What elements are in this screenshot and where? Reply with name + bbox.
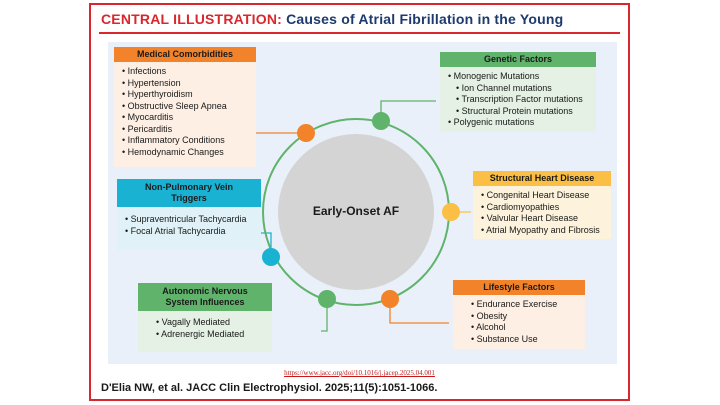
node-nonpulmonary <box>262 248 280 266</box>
list-item: Ion Channel mutations <box>448 83 591 95</box>
box-genetic-factors: Genetic Factors Monogenic Mutations Ion … <box>440 52 596 132</box>
node-autonomic <box>318 290 336 308</box>
box-item-list: Congenital Heart Disease Cardiomyopathie… <box>473 186 611 239</box>
list-item: Focal Atrial Tachycardia <box>125 226 256 238</box>
citation-text: D'Elia NW, et al. JACC Clin Electrophysi… <box>101 382 438 394</box>
list-item: Adrenergic Mediated <box>156 329 267 341</box>
node-medical <box>297 124 315 142</box>
list-item: Cardiomyopathies <box>481 202 606 214</box>
list-item: Hypertension <box>122 78 251 90</box>
list-item: Hyperthyroidism <box>122 89 251 101</box>
box-item-list: Supraventricular Tachycardia Focal Atria… <box>117 207 261 240</box>
list-item: Structural Protein mutations <box>448 106 591 118</box>
box-item-list: Vagally Mediated Adrenergic Mediated <box>138 311 272 343</box>
center-circle <box>278 134 434 290</box>
box-header: Autonomic Nervous System Influences <box>138 283 272 311</box>
diagram-connectors <box>227 100 471 332</box>
list-item: Supraventricular Tachycardia <box>125 214 256 226</box>
box-structural-heart-disease: Structural Heart Disease Congenital Hear… <box>473 171 611 239</box>
illustration-title: CENTRAL ILLUSTRATION: Causes of Atrial F… <box>101 11 563 27</box>
title-divider <box>99 32 620 34</box>
center-label: Early-Onset AF <box>312 204 400 218</box>
list-item: Obstructive Sleep Apnea <box>122 101 251 113</box>
list-item: Alcohol <box>471 322 580 334</box>
list-item: Vagally Mediated <box>156 317 267 329</box>
connector-autonomic <box>321 301 328 332</box>
list-item: Substance Use <box>471 334 580 346</box>
list-item: Atrial Myopathy and Fibrosis <box>481 225 606 237</box>
box-header: Structural Heart Disease <box>473 171 611 186</box>
node-structural <box>442 203 460 221</box>
connector-nonpulmonary <box>261 232 272 253</box>
list-item: Myocarditis <box>122 112 251 124</box>
list-item: Inflammatory Conditions <box>122 135 251 147</box>
box-header: Lifestyle Factors <box>453 280 585 295</box>
box-header: Non-Pulmonary Vein Triggers <box>117 179 261 207</box>
box-lifestyle-factors: Lifestyle Factors Endurance Exercise Obe… <box>453 280 585 349</box>
box-item-list: Monogenic Mutations Ion Channel mutation… <box>440 67 596 132</box>
list-item: Endurance Exercise <box>471 299 580 311</box>
doi-link[interactable]: https://www.jacc.org/doi/10.1016/j.jacep… <box>284 369 435 377</box>
box-header: Genetic Factors <box>440 52 596 67</box>
list-item: Congenital Heart Disease <box>481 190 606 202</box>
illustration-frame: CENTRAL ILLUSTRATION: Causes of Atrial F… <box>89 3 630 401</box>
node-genetic <box>372 112 390 130</box>
box-item-list: Endurance Exercise Obesity Alcohol Subst… <box>453 295 585 348</box>
box-medical-comorbidities: Medical Comorbidities Infections Hyperte… <box>114 47 256 167</box>
box-item-list: Infections Hypertension Hyperthyroidism … <box>114 62 256 161</box>
title-main: Causes of Atrial Fibrillation in the You… <box>286 11 564 27</box>
node-lifestyle <box>381 290 399 308</box>
box-non-pulmonary-vein-triggers: Non-Pulmonary Vein Triggers Supraventric… <box>117 179 261 250</box>
list-item: Valvular Heart Disease <box>481 213 606 225</box>
list-item: Hemodynamic Changes <box>122 147 251 159</box>
box-header: Medical Comorbidities <box>114 47 256 62</box>
title-prefix: CENTRAL ILLUSTRATION: <box>101 11 282 27</box>
list-item: Obesity <box>471 311 580 323</box>
list-item: Infections <box>122 66 251 78</box>
list-item: Monogenic Mutations <box>448 71 591 83</box>
connector-lifestyle <box>389 299 449 324</box>
list-item: Transcription Factor mutations <box>448 94 591 106</box>
list-item: Pericarditis <box>122 124 251 136</box>
box-autonomic-nervous-system: Autonomic Nervous System Influences Vaga… <box>138 283 272 352</box>
list-item: Polygenic mutations <box>448 117 591 129</box>
